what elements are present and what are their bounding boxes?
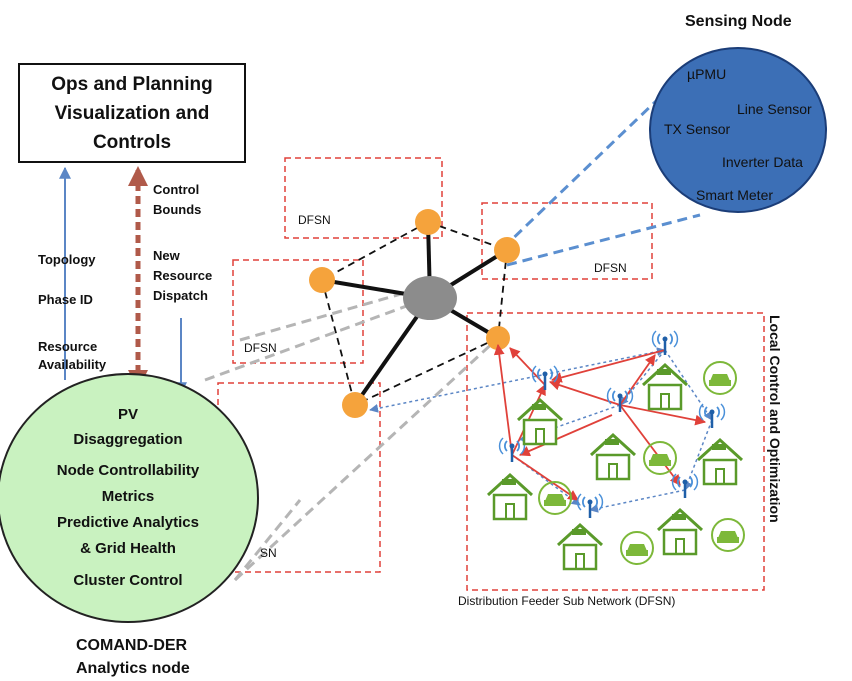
sensing-item-line-sensor: Line Sensor [737, 101, 812, 117]
analytics-item-pv: PV [117, 406, 138, 423]
dispatch-line1: New [153, 248, 180, 263]
analytics-node-text: PV Disaggregation Node Controllability M… [8, 402, 248, 594]
local-control-label: Local Control and Optimization [767, 315, 783, 523]
ops-title-line1: Ops and Planning [51, 73, 213, 95]
side-label-svg: Local Control and Optimization [767, 315, 783, 523]
gray-link-4 [233, 499, 302, 581]
analytics-item-node-controllability: Node Controllability [56, 462, 200, 479]
dfsn-label-right: DFSN [594, 261, 627, 275]
sensing-node-circle [649, 47, 827, 213]
control-bounds-line2: Bounds [153, 202, 202, 217]
gray-link-3 [233, 338, 498, 582]
dfsn-box-top [284, 157, 443, 239]
analytics-caption-line2: Analytics node [76, 660, 190, 677]
ops-title-line3: Controls [92, 131, 172, 153]
gray-link-2 [204, 298, 424, 382]
analytics-node-circle [0, 373, 259, 623]
dfsn-box-large [466, 312, 765, 591]
sensing-item-smart-meter: Smart Meter [696, 187, 774, 203]
dfsn-box-bottom [217, 382, 381, 573]
sensing-item-tx-sensor: TX Sensor [664, 121, 731, 137]
resource-availability-label: Resource Availability [38, 338, 106, 374]
control-bounds-label: Control Bounds [153, 180, 201, 220]
blue-link-2 [506, 213, 701, 267]
ops-planning-box: Ops and Planning Visualization and Contr… [18, 63, 246, 163]
house-icons [486, 363, 744, 571]
node-top [415, 209, 441, 235]
topology-label: Topology [38, 252, 96, 267]
node-left [309, 267, 335, 293]
sensing-item-inverter-data: Inverter Data [722, 154, 803, 170]
analytics-item-predictive: Predictive Analytics [56, 514, 199, 531]
dfsn-label-top: DFSN [298, 213, 331, 227]
sensing-item-upmu: µPMU [687, 66, 727, 82]
analytics-caption-line1: COMAND-DER [76, 637, 188, 654]
resource-label-line1: Resource [38, 339, 98, 354]
control-bounds-line1: Control [153, 182, 200, 197]
ops-title-line2: Visualization and [54, 102, 210, 124]
analytics-item-grid-health: & Grid Health [80, 540, 176, 557]
dispatch-line3: Dispatch [153, 288, 208, 303]
dfsn-label-left: DFSN [244, 341, 277, 355]
dispatch-line2: Resource [153, 268, 213, 283]
dfsn-box-right [481, 202, 653, 280]
node-right-top [494, 237, 520, 263]
analytics-item-disaggregation: Disaggregation [73, 431, 183, 448]
sensing-node-title: Sensing Node [685, 13, 792, 30]
analytics-item-metrics: Metrics [101, 488, 155, 505]
analytics-item-cluster-control: Cluster Control [73, 572, 183, 589]
hub-node [403, 276, 457, 320]
dfsn-box-left [232, 259, 364, 364]
resource-label-line2: Availability [38, 357, 107, 372]
phase-id-label: Phase ID [38, 292, 93, 307]
node-bottom [342, 392, 368, 418]
dfsn-caption: Distribution Feeder Sub Network (DFSN) [458, 594, 676, 608]
resource-dispatch-label: New Resource Dispatch [153, 246, 212, 306]
blue-link-1 [501, 76, 682, 250]
gray-link-1 [239, 290, 409, 342]
dfsn-label-bottom: SN [260, 546, 277, 560]
